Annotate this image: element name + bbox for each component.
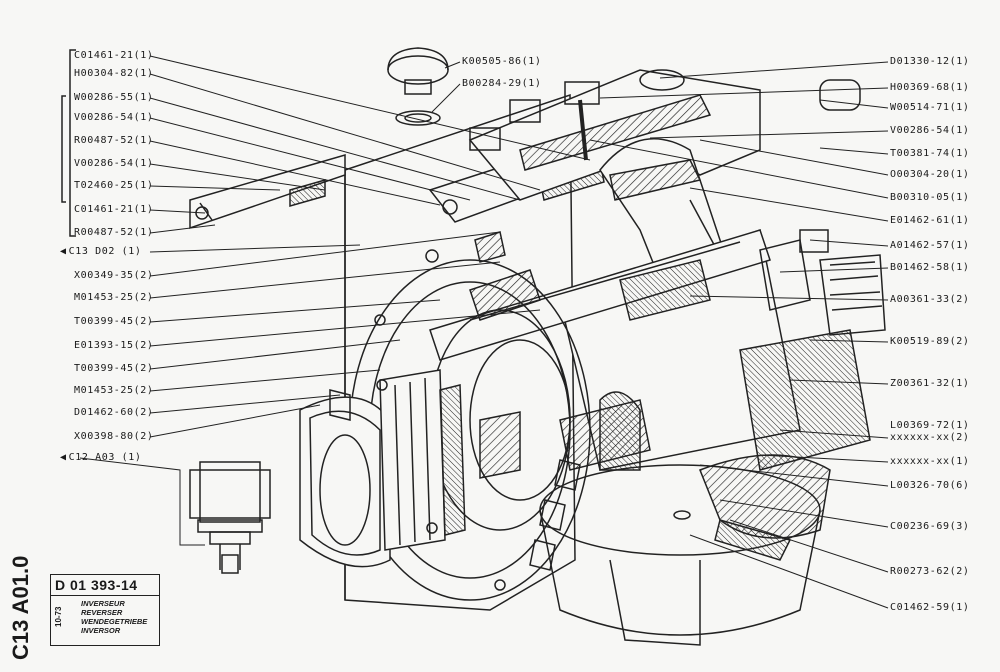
part-label-left-9: R00487-52(1) <box>74 227 154 238</box>
part-label-left-2: H00304-82(1) <box>74 68 154 79</box>
part-label-left-17: X00398-80(2) <box>74 431 154 442</box>
section-code-text: C13 A01.0 <box>8 555 33 660</box>
part-label-right-17: L00326-70(6) <box>890 480 970 491</box>
part-label-left-12: T00399-45(2) <box>74 316 154 327</box>
part-label-right-6: O00304-20(1) <box>890 169 970 180</box>
part-label-left-11: M01453-25(2) <box>74 292 154 303</box>
part-label-right-13: Z00361-32(1) <box>890 378 970 389</box>
part-label-left-10: X00349-35(2) <box>74 270 154 281</box>
part-label-left-4: V00286-54(1) <box>74 112 154 123</box>
callout-reference-bottom-text: C12 A03 (1) <box>68 452 142 463</box>
callout-reference-bottom[interactable]: ◀C12 A03 (1) <box>60 452 141 464</box>
part-label-right-3: W00514-71(1) <box>890 102 970 113</box>
drawing-number: D 01 393-14 <box>55 577 138 593</box>
callout-reference-top-text: C13 D02 (1) <box>68 246 142 257</box>
page-section-code: C13 A01.0 <box>6 520 44 660</box>
part-label-right-11: A00361-33(2) <box>890 294 970 305</box>
part-label-left-1: C01461-21(1) <box>74 50 154 61</box>
part-label-left-5: R00487-52(1) <box>74 135 154 146</box>
drawing-date: 10-73 <box>54 606 63 627</box>
part-label-right-7: B00310-05(1) <box>890 192 970 203</box>
part-label-left-8: C01461-21(1) <box>74 204 154 215</box>
callout-reference-top[interactable]: ◀C13 D02 (1) <box>60 246 141 258</box>
assembly-name-de: WENDEGETRIEBE <box>81 617 148 626</box>
part-label-right-16: xxxxxx-xx(1) <box>890 456 970 467</box>
part-label-left-16: D01462-60(2) <box>74 407 154 418</box>
part-label-right-10: B01462-58(1) <box>890 262 970 273</box>
part-label-left-14: T00399-45(2) <box>74 363 154 374</box>
assembly-name-fr: INVERSEUR <box>81 599 125 608</box>
part-label-right-12: K00519-89(2) <box>890 336 970 347</box>
part-label-right-14: L00369-72(1) <box>890 420 970 431</box>
part-label-right-20: C01462-59(1) <box>890 602 970 613</box>
assembly-name-es: INVERSOR <box>81 626 121 635</box>
assembly-names: INVERSEUR REVERSER WENDEGETRIEBE INVERSO… <box>81 599 147 635</box>
part-label-right-9: A01462-57(1) <box>890 240 970 251</box>
part-label-right-4: V00286-54(1) <box>890 125 970 136</box>
part-label-left-3: W00286-55(1) <box>74 92 154 103</box>
part-label-left-13: E01393-15(2) <box>74 340 154 351</box>
part-label-top-2: B00284-29(1) <box>462 78 542 89</box>
part-label-right-2: H00369-68(1) <box>890 82 970 93</box>
part-label-left-15: M01453-25(2) <box>74 385 154 396</box>
part-label-right-1: D01330-12(1) <box>890 56 970 67</box>
part-label-left-7: T02460-25(1) <box>74 180 154 191</box>
part-label-right-18: C00236-69(3) <box>890 521 970 532</box>
assembly-name-en: REVERSER <box>81 608 123 617</box>
triangle-left-icon: ◀ <box>60 246 67 257</box>
title-divider <box>51 595 159 596</box>
triangle-left-icon: ◀ <box>60 452 67 463</box>
part-label-top-1: K00505-86(1) <box>462 56 542 67</box>
part-label-right-8: E01462-61(1) <box>890 215 970 226</box>
part-label-left-6: V00286-54(1) <box>74 158 154 169</box>
part-label-right-15: xxxxxx-xx(2) <box>890 432 970 443</box>
title-block: D 01 393-14 10-73 INVERSEUR REVERSER WEN… <box>50 574 160 646</box>
part-label-right-19: R00273-62(2) <box>890 566 970 577</box>
part-label-right-5: T00381-74(1) <box>890 148 970 159</box>
